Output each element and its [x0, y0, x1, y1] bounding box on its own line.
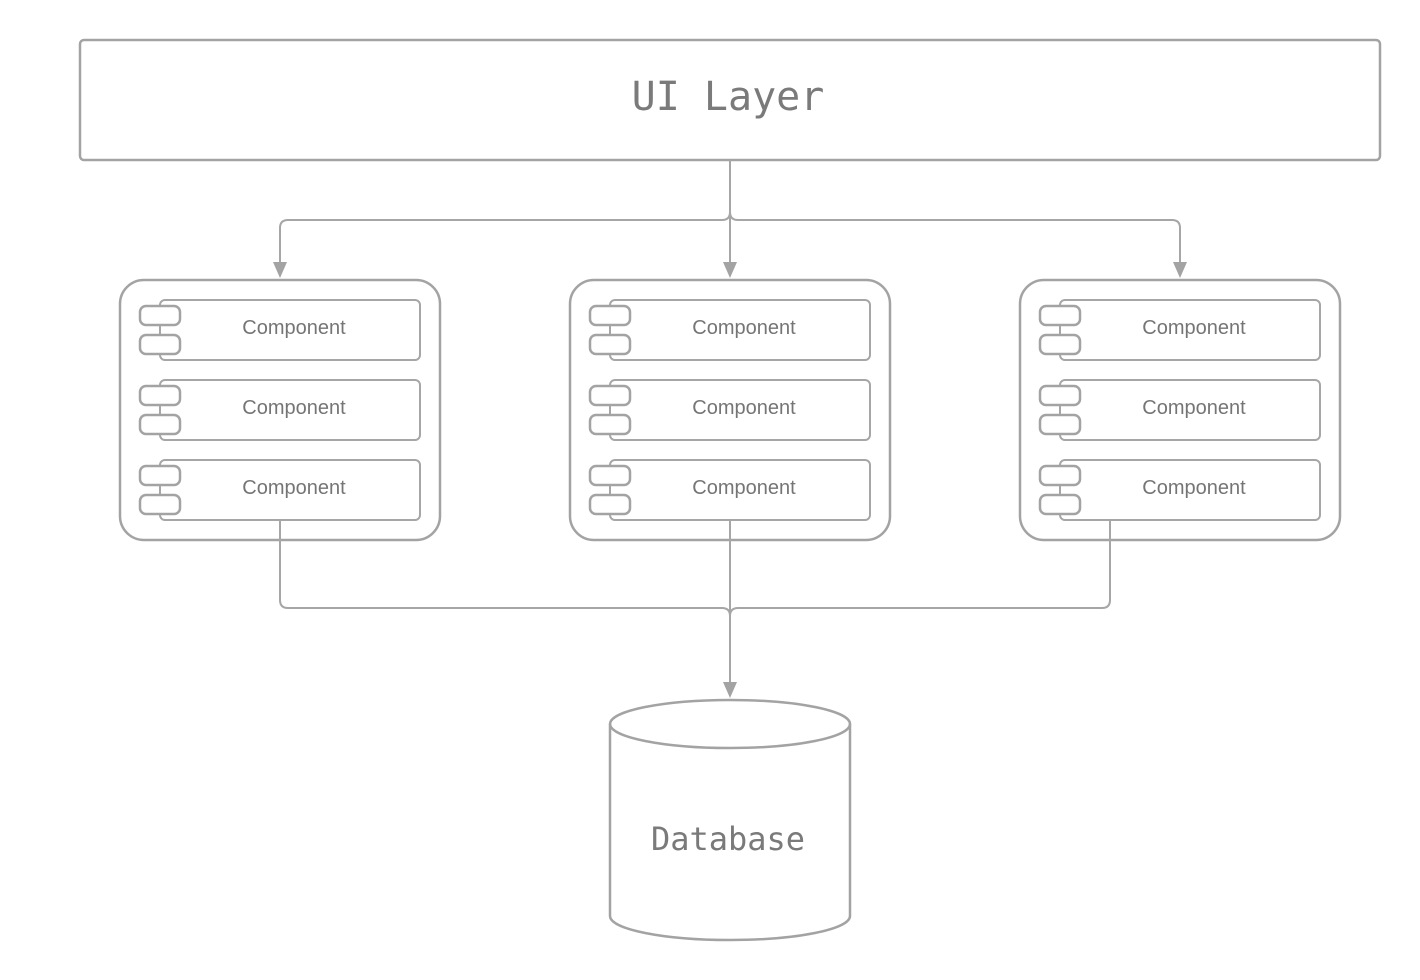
component-box	[1059, 299, 1321, 361]
component-label: Component	[242, 477, 346, 499]
arrowhead-database	[723, 682, 737, 698]
component-group-1[interactable]: Component Component Component	[118, 278, 442, 542]
component-port-icon	[1038, 304, 1082, 327]
component-label: Component	[242, 397, 346, 419]
component-node[interactable]: Component	[588, 379, 871, 441]
component-port-icon	[138, 493, 182, 516]
component-node[interactable]: Component	[138, 379, 421, 441]
component-box	[1059, 379, 1321, 441]
database-body	[608, 724, 852, 942]
component-port-icon	[588, 304, 632, 327]
component-port-icon	[138, 464, 182, 487]
component-label: Component	[1142, 477, 1246, 499]
component-box	[609, 379, 871, 441]
component-port-icon	[588, 384, 632, 407]
database-top	[608, 698, 852, 750]
component-port-icon	[138, 333, 182, 356]
component-port-icon	[138, 384, 182, 407]
component-label: Component	[242, 317, 346, 339]
connector-group-1-to-db	[279, 520, 731, 617]
component-box	[609, 459, 871, 521]
component-node[interactable]: Component	[588, 459, 871, 521]
component-port-icon	[1038, 384, 1082, 407]
component-port-icon	[588, 464, 632, 487]
component-label: Component	[692, 317, 796, 339]
connector-ui-to-group-3	[729, 211, 1181, 266]
component-node[interactable]: Component	[1038, 459, 1321, 521]
component-label: Component	[1142, 397, 1246, 419]
component-port-icon	[138, 304, 182, 327]
component-label: Component	[692, 397, 796, 419]
component-group-3[interactable]: Component Component Component	[1018, 278, 1342, 542]
component-port-icon	[138, 413, 182, 436]
ui-layer-node[interactable]: UI Layer	[78, 38, 1382, 162]
component-node[interactable]: Component	[138, 299, 421, 361]
database-node[interactable]: Database	[608, 698, 852, 942]
component-port-icon	[1038, 333, 1082, 356]
component-box	[159, 299, 421, 361]
component-box	[1059, 459, 1321, 521]
component-port-icon	[1038, 464, 1082, 487]
connector-group-3-to-db	[729, 520, 1111, 617]
component-box	[159, 379, 421, 441]
component-label: Component	[692, 477, 796, 499]
component-port-icon	[588, 333, 632, 356]
component-box	[609, 299, 871, 361]
component-box	[159, 459, 421, 521]
arrowhead-group-3	[1173, 262, 1187, 278]
arrowhead-group-2	[723, 262, 737, 278]
component-port-icon	[588, 413, 632, 436]
component-node[interactable]: Component	[1038, 379, 1321, 441]
connector-ui-corner-left	[721, 211, 731, 221]
connector-ui-to-group-1	[279, 219, 722, 266]
ui-layer-label: UI Layer	[632, 74, 825, 120]
ui-to-groups-connectors	[273, 160, 1187, 278]
component-port-icon	[588, 493, 632, 516]
arrowhead-group-1	[273, 262, 287, 278]
component-node[interactable]: Component	[1038, 299, 1321, 361]
groups-to-database-connectors	[279, 520, 1111, 698]
component-label: Component	[1142, 317, 1246, 339]
component-group-2[interactable]: Component Component Component	[568, 278, 892, 542]
component-node[interactable]: Component	[588, 299, 871, 361]
component-port-icon	[1038, 493, 1082, 516]
database-label: Database	[651, 820, 805, 858]
component-node[interactable]: Component	[138, 459, 421, 521]
component-port-icon	[1038, 413, 1082, 436]
group-container	[1018, 278, 1342, 542]
